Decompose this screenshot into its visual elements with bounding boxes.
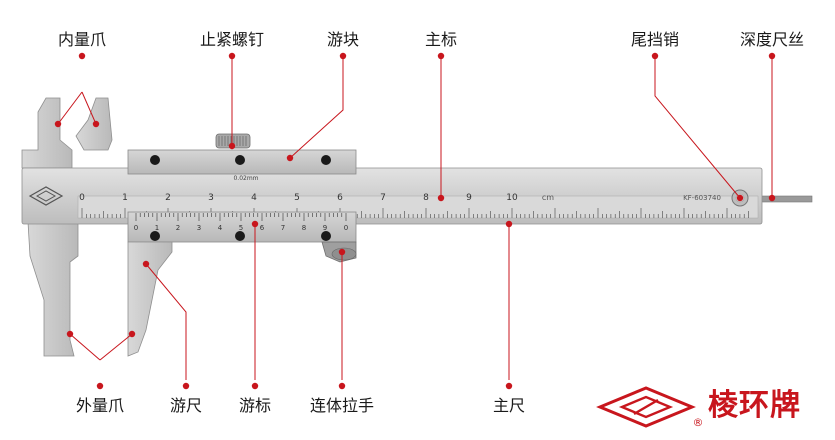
leader-line bbox=[57, 91, 83, 125]
fixed-jaw bbox=[21, 97, 73, 169]
main-scale-number: 9 bbox=[466, 193, 472, 203]
fixed-outer-jaw bbox=[27, 221, 79, 357]
callout-dots bbox=[54, 52, 776, 390]
slider-rivet bbox=[321, 231, 331, 241]
slider-rivet bbox=[235, 231, 245, 241]
label-vernier-ruler: 游尺 bbox=[169, 396, 203, 415]
brand-registered: ® bbox=[693, 416, 704, 429]
leader-line bbox=[654, 54, 741, 199]
callout-dot bbox=[228, 52, 236, 60]
depth-rod bbox=[759, 195, 813, 203]
main-scale-number: 0 bbox=[79, 193, 85, 203]
leader-line bbox=[81, 91, 97, 125]
locking-screw-knurl bbox=[218, 136, 247, 146]
label-slider: 游块 bbox=[326, 30, 360, 49]
main-scale-number: 7 bbox=[380, 193, 386, 203]
vernier-number: 4 bbox=[218, 224, 223, 232]
label-vernier-scale: 游标 bbox=[238, 396, 272, 415]
callout-dot bbox=[66, 330, 74, 338]
slider-rivet bbox=[235, 155, 245, 165]
slider-top bbox=[127, 149, 357, 175]
label-thumb-grip: 连体拉手 bbox=[309, 396, 375, 415]
callout-dot bbox=[437, 52, 445, 60]
leader-line bbox=[289, 54, 344, 159]
callout-dot bbox=[251, 220, 259, 228]
leader-line bbox=[145, 263, 187, 380]
callout-dot bbox=[92, 120, 100, 128]
label-main-beam: 主尺 bbox=[492, 396, 526, 415]
vernier-number: 5 bbox=[239, 224, 243, 232]
callout-dot bbox=[338, 382, 346, 390]
vernier-number: 6 bbox=[260, 224, 265, 232]
callout-dot bbox=[768, 52, 776, 60]
brand-mark: ® 棱环牌 bbox=[596, 384, 828, 430]
vernier-number: 3 bbox=[197, 224, 201, 232]
vernier-numbers: 0 1 2 3 4 5 6 7 8 9 0 bbox=[134, 224, 348, 232]
main-scale-number: 6 bbox=[337, 193, 343, 203]
callout-dot bbox=[96, 382, 104, 390]
callout-dot bbox=[286, 154, 294, 162]
label-locking-screw: 止紧螺钉 bbox=[199, 30, 265, 49]
callout-dot bbox=[505, 220, 513, 228]
leader-line bbox=[69, 333, 101, 361]
callout-dot bbox=[437, 194, 445, 202]
vernier-ticks bbox=[135, 213, 347, 221]
callout-dot bbox=[78, 52, 86, 60]
vernier-resolution: 0.02mm bbox=[233, 175, 258, 182]
slider-rivet bbox=[150, 155, 160, 165]
callout-dot bbox=[768, 194, 776, 202]
callout-dot bbox=[142, 260, 150, 268]
label-inner-jaws: 内量爪 bbox=[57, 30, 107, 49]
callout-dot bbox=[128, 330, 136, 338]
main-scale-number: 5 bbox=[294, 193, 300, 203]
main-scale-number: 10 bbox=[506, 193, 518, 203]
beam-logo bbox=[28, 186, 64, 206]
slider-rivet bbox=[321, 155, 331, 165]
serial-number: KF-603740 bbox=[683, 194, 721, 202]
callout-dot bbox=[228, 142, 236, 150]
label-outer-jaws: 外量爪 bbox=[75, 396, 125, 415]
brand-name: 棱环牌 bbox=[708, 388, 801, 423]
label-main-scale: 主标 bbox=[424, 30, 458, 49]
main-scale-numbers: 0 1 2 3 4 5 6 7 8 9 10 bbox=[79, 193, 518, 203]
vernier-number: 0 bbox=[134, 224, 138, 232]
label-end-stop-pin: 尾挡销 bbox=[630, 30, 680, 49]
slider-rivet bbox=[150, 231, 160, 241]
callout-dot bbox=[736, 194, 744, 202]
vernier-number: 0 bbox=[344, 224, 348, 232]
label-depth-rod: 深度尺丝 bbox=[739, 30, 805, 49]
vernier-number: 9 bbox=[323, 224, 327, 232]
vernier-number: 7 bbox=[281, 224, 285, 232]
main-scale-number: 2 bbox=[165, 193, 171, 203]
main-scale-number: 3 bbox=[208, 193, 214, 203]
vernier-number: 8 bbox=[302, 224, 306, 232]
slider-outer-jaw bbox=[127, 241, 173, 357]
vernier-number: 1 bbox=[155, 224, 159, 232]
callout-dot bbox=[182, 382, 190, 390]
callout-dot bbox=[339, 52, 347, 60]
vernier-number: 2 bbox=[176, 224, 180, 232]
main-scale-number: 1 bbox=[122, 193, 128, 203]
callout-dot bbox=[251, 382, 259, 390]
leader-line bbox=[99, 333, 133, 361]
leader-lines bbox=[57, 54, 773, 380]
main-scale-unit: cm bbox=[542, 193, 554, 202]
main-scale-number: 4 bbox=[251, 193, 257, 203]
brand-logo-icon: ® bbox=[596, 386, 704, 429]
callout-dot bbox=[651, 52, 659, 60]
callout-dot bbox=[505, 382, 513, 390]
callout-dot bbox=[338, 248, 346, 256]
main-scale-number: 8 bbox=[423, 193, 429, 203]
callout-dot bbox=[54, 120, 62, 128]
